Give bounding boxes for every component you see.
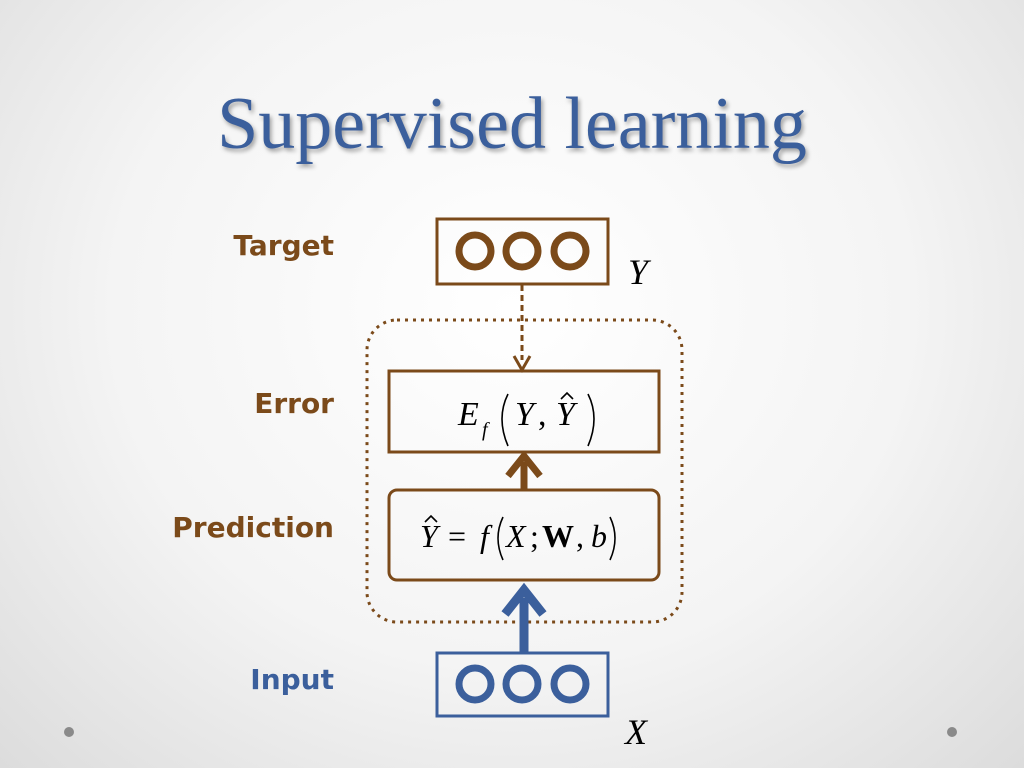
svg-text:X: X [504, 518, 527, 554]
svg-text:b: b [591, 518, 607, 554]
input-box [435, 651, 610, 718]
svg-text:=: = [448, 518, 466, 554]
error-label: Error [254, 387, 334, 420]
slide-corner-dot-right [947, 727, 957, 737]
prediction-to-error-arrow [505, 450, 543, 490]
target-box [435, 217, 610, 286]
svg-text:W: W [542, 518, 574, 554]
input-node-1 [455, 664, 495, 704]
input-label: Input [250, 663, 334, 696]
input-to-prediction-arrow [501, 582, 547, 652]
target-node-2 [502, 231, 542, 271]
prediction-label: Prediction [172, 511, 334, 544]
target-to-error-arrow [512, 285, 532, 374]
slide-title: Supervised learning [217, 83, 807, 165]
input-node-3 [550, 664, 590, 704]
error-formula: E f Y , Y [457, 391, 595, 447]
target-node-3 [550, 231, 590, 271]
svg-text:Y: Y [420, 518, 441, 554]
prediction-box [387, 488, 661, 582]
svg-text:E: E [457, 396, 479, 433]
svg-text:,: , [538, 396, 547, 433]
svg-text:f: f [482, 419, 490, 441]
input-variable: X [623, 712, 649, 752]
prediction-formula: Y = f X ; W , b [420, 514, 616, 561]
svg-text:Y: Y [515, 396, 537, 433]
target-node-1 [455, 231, 495, 271]
svg-text:,: , [576, 518, 584, 554]
svg-text:Y: Y [556, 396, 578, 433]
svg-text:f: f [480, 518, 493, 554]
target-label: Target [233, 229, 334, 262]
target-variable: Y [628, 252, 652, 292]
svg-text:;: ; [530, 518, 539, 554]
slide-corner-dot-left [64, 727, 74, 737]
input-node-2 [502, 664, 542, 704]
